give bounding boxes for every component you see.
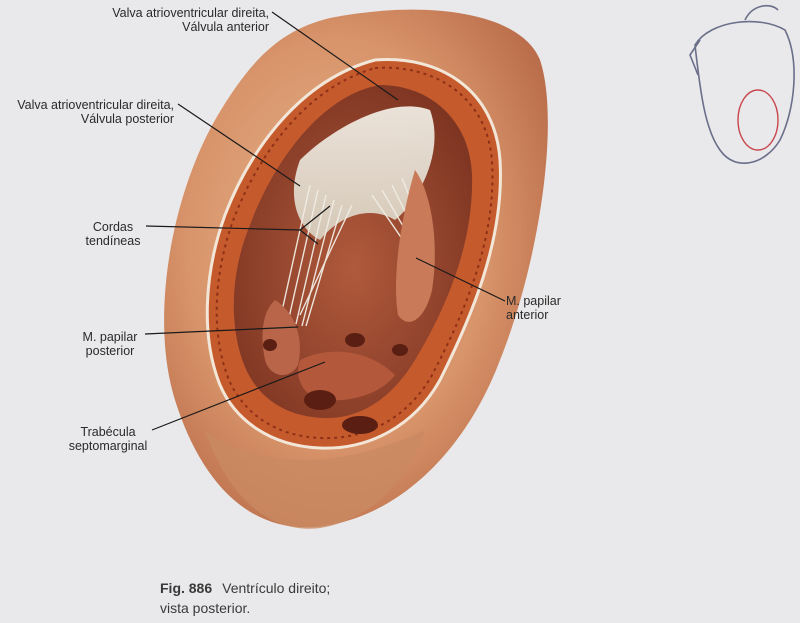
label-papilar-anterior-line2: anterior: [506, 308, 549, 322]
caption-line1: Fig. 886 Ventrículo direito;: [160, 578, 330, 598]
label-valva-anterior-line2: Válvula anterior: [182, 20, 269, 34]
label-valva-posterior-line1: Valva atrioventricular direita,: [17, 98, 174, 112]
figure-number: Fig. 886: [160, 580, 213, 596]
label-valva-anterior: Valva atrioventricular direita, Válvula …: [112, 6, 269, 34]
orientation-heart-sketch: [689, 4, 795, 164]
label-valva-anterior-line1: Valva atrioventricular direita,: [112, 6, 269, 20]
posterior-papillary-muscle: [262, 300, 300, 376]
septomarginal-trabecula: [298, 351, 395, 401]
leader-papilar-anterior: [415, 257, 506, 302]
leader-valva-anterior: [271, 11, 399, 101]
label-trabecula-line2: septomarginal: [68, 439, 148, 453]
leader-trabecula: [151, 361, 326, 431]
label-trabecula-septomarginal: Trabécula septomarginal: [58, 425, 158, 453]
orientation-highlight-ring: [737, 89, 779, 151]
label-valva-posterior-line2: Válvula posterior: [80, 112, 174, 126]
anterior-papillary-muscle: [395, 170, 435, 322]
label-trabecula-line1: Trabécula: [80, 425, 136, 439]
leader-cordas-2: [299, 205, 331, 231]
myocardium-texture: [215, 66, 494, 440]
caption-line2: vista posterior.: [160, 600, 251, 616]
leader-lines: [144, 11, 506, 431]
label-papilar-posterior-line1: M. papilar: [82, 330, 138, 344]
label-papilar-posterior-line2: posterior: [85, 344, 135, 358]
label-cordas-tendineas: Cordas tendíneas: [78, 220, 148, 248]
trabecular-openings: [263, 333, 408, 434]
figure-caption: Fig. 886 Ventrículo direito; vista poster…: [160, 578, 330, 618]
label-cordas-line2: tendíneas: [85, 234, 141, 248]
leader-valva-posterior: [177, 103, 301, 187]
label-valva-posterior: Valva atrioventricular direita, Válvula …: [17, 98, 174, 126]
leader-cordas-1: [145, 225, 301, 231]
label-papilar-posterior: M. papilar posterior: [72, 330, 148, 358]
leader-cordas-3: [299, 229, 319, 245]
label-papilar-anterior-line1: M. papilar: [506, 294, 561, 308]
caption-title: Ventrículo direito;: [222, 580, 331, 596]
label-papilar-anterior: M. papilar anterior: [506, 294, 561, 322]
leader-papilar-posterior: [144, 326, 299, 335]
lower-wall-band: [205, 430, 425, 529]
label-cordas-line1: Cordas: [92, 220, 134, 234]
